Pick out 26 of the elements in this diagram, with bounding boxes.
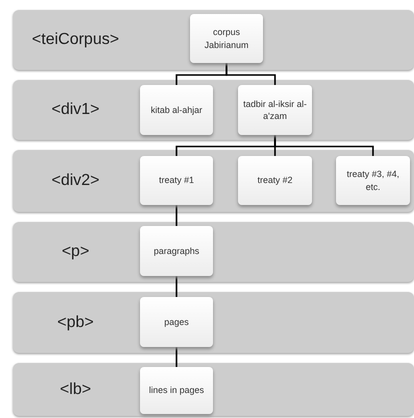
- connector-line: [226, 63, 276, 85]
- hierarchy-box: kitab al-ahjar: [140, 85, 213, 135]
- hierarchy-box: paragraphs: [140, 226, 213, 276]
- hierarchy-box: lines in pages: [140, 367, 213, 414]
- level-band: [13, 292, 414, 353]
- hierarchy-box: treaty #1: [140, 156, 213, 205]
- connector-line: [176, 276, 178, 297]
- element-tag-label: <lb>: [58, 380, 92, 398]
- element-tag-label: <div1>: [50, 101, 101, 119]
- hierarchy-box: treaty #3, #4, etc.: [336, 156, 410, 205]
- level-band: [13, 10, 414, 70]
- level-band: [13, 222, 414, 282]
- level-band: [13, 363, 414, 416]
- element-tag-label: <pb>: [56, 314, 95, 332]
- hierarchy-box: pages: [140, 297, 213, 347]
- hierarchy-box: tadbir al-iksir al-a'zam: [238, 85, 312, 135]
- element-tag-label: <teiCorpus>: [30, 31, 120, 49]
- connector-line: [274, 135, 374, 156]
- hierarchy-box: corpus Jabirianum: [190, 14, 263, 63]
- connector-line: [176, 205, 178, 226]
- element-tag-label: <p>: [60, 243, 90, 261]
- level-band: [13, 80, 414, 140]
- element-tag-label: <div2>: [50, 172, 101, 190]
- level-band: [13, 150, 414, 212]
- connector-line: [176, 347, 178, 367]
- hierarchy-box: treaty #2: [238, 156, 312, 205]
